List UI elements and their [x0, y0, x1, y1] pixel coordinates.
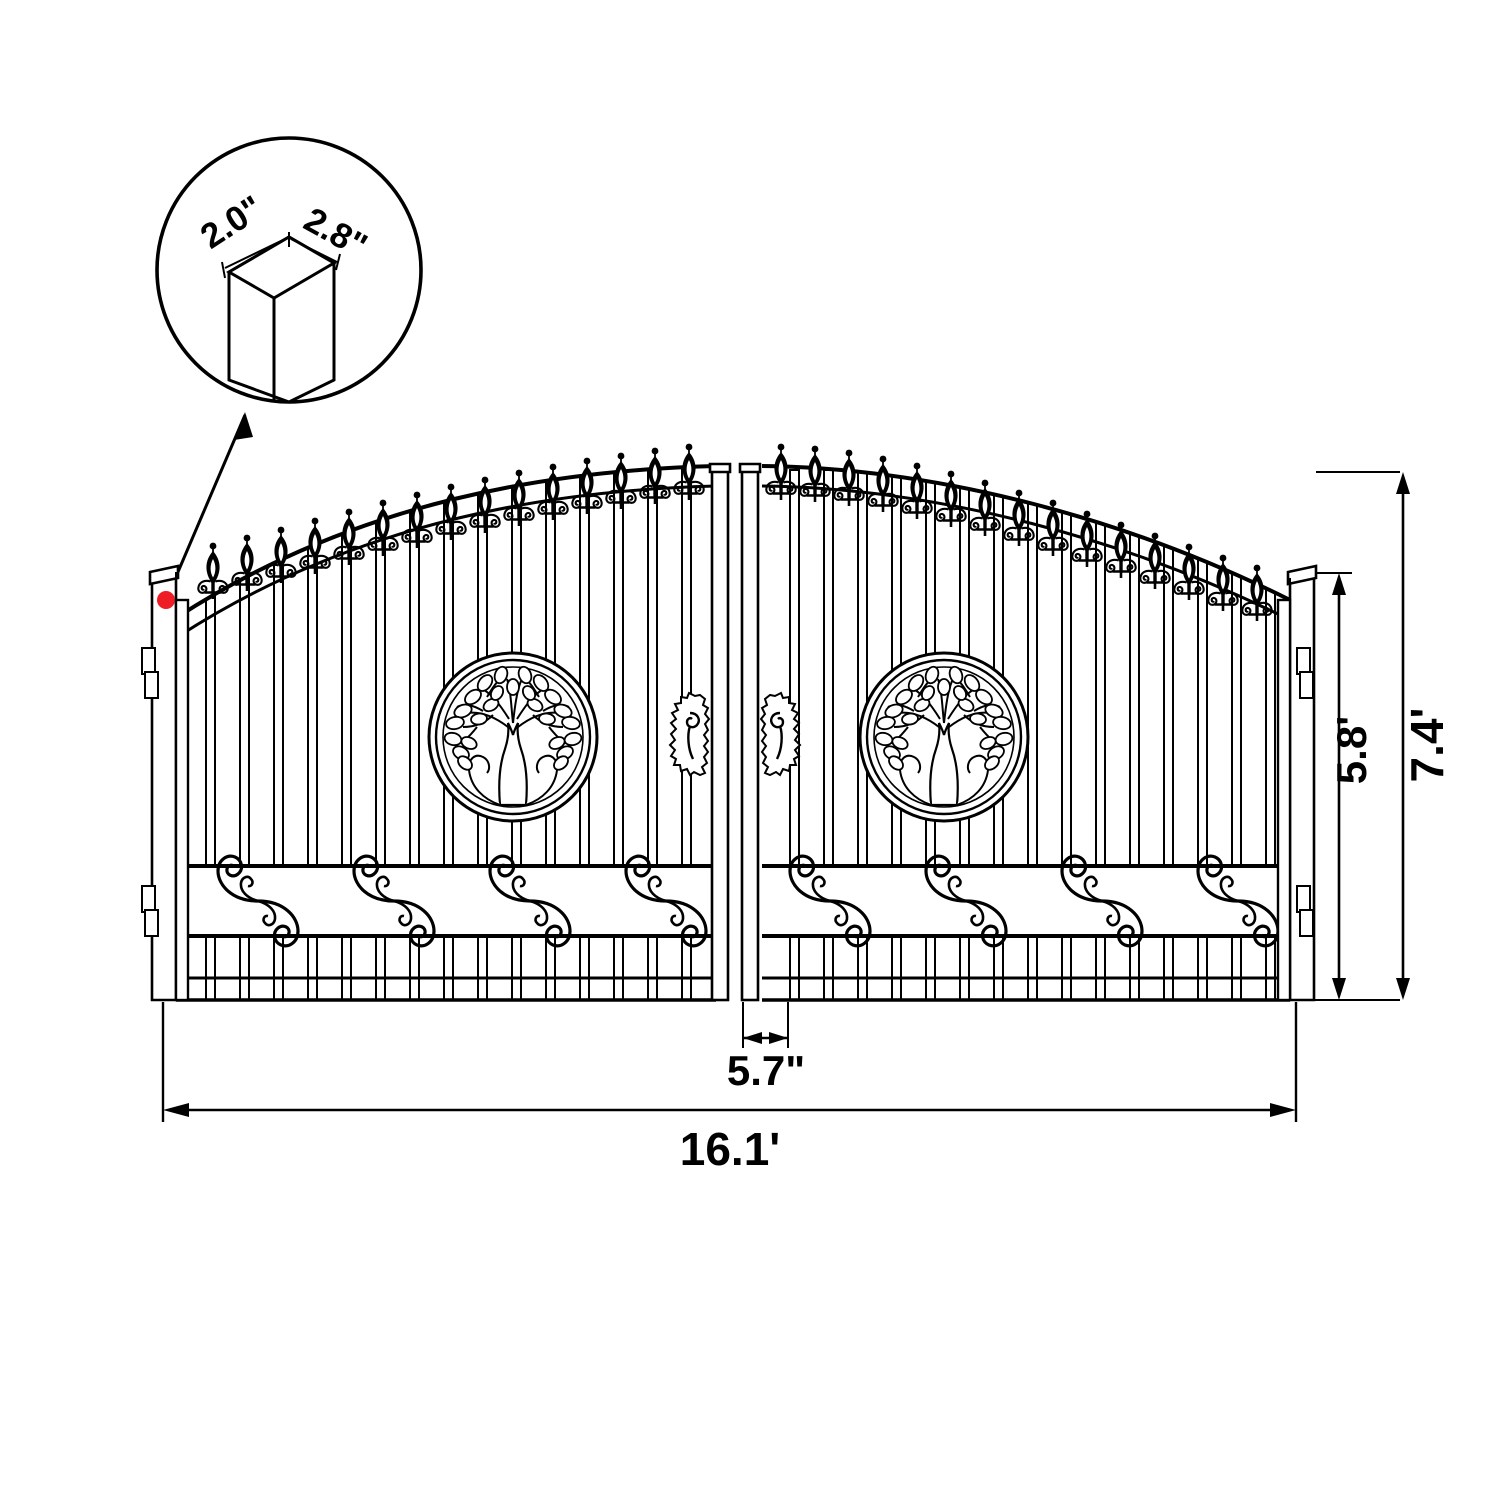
right-gate-leaf	[761, 464, 1292, 1002]
post-callout-marker	[157, 591, 175, 609]
left-post-hinge-upper	[141, 647, 159, 699]
detail-dim-2-8	[290, 238, 341, 271]
left-leaf-tree-medallion	[427, 651, 599, 823]
left-post-hinge-lower	[141, 885, 159, 937]
right-leaf-tree-medallion	[858, 651, 1030, 823]
dimension-center-gap-label: 5.7"	[727, 1047, 805, 1094]
left-post	[141, 564, 180, 1002]
dimension-post-height-label: 5.8'	[1328, 716, 1375, 784]
dimension-overall-height: 7.4'	[1296, 471, 1453, 1001]
right-post	[1286, 564, 1318, 1002]
right-leaf-latch-plate	[759, 691, 802, 777]
right-post-hinge-upper	[1296, 647, 1314, 699]
dimension-overall-width: 16.1'	[161, 1002, 1298, 1175]
post-profile-detail-callout: 2.0" 2.8"	[155, 136, 423, 404]
detail-dim-2-0	[221, 232, 290, 279]
right-post-hinge-lower	[1296, 885, 1314, 937]
dimension-center-gap: 5.7"	[727, 1002, 805, 1094]
center-stiles	[708, 462, 762, 1002]
dimension-post-height: 5.8'	[1296, 572, 1375, 1001]
left-leaf-latch-plate	[668, 691, 711, 777]
left-gate-leaf	[174, 464, 717, 1002]
dimension-overall-width-label: 16.1'	[680, 1123, 780, 1175]
post-isometric-solid	[226, 235, 337, 404]
dimension-overall-height-label: 7.4'	[1401, 708, 1453, 783]
